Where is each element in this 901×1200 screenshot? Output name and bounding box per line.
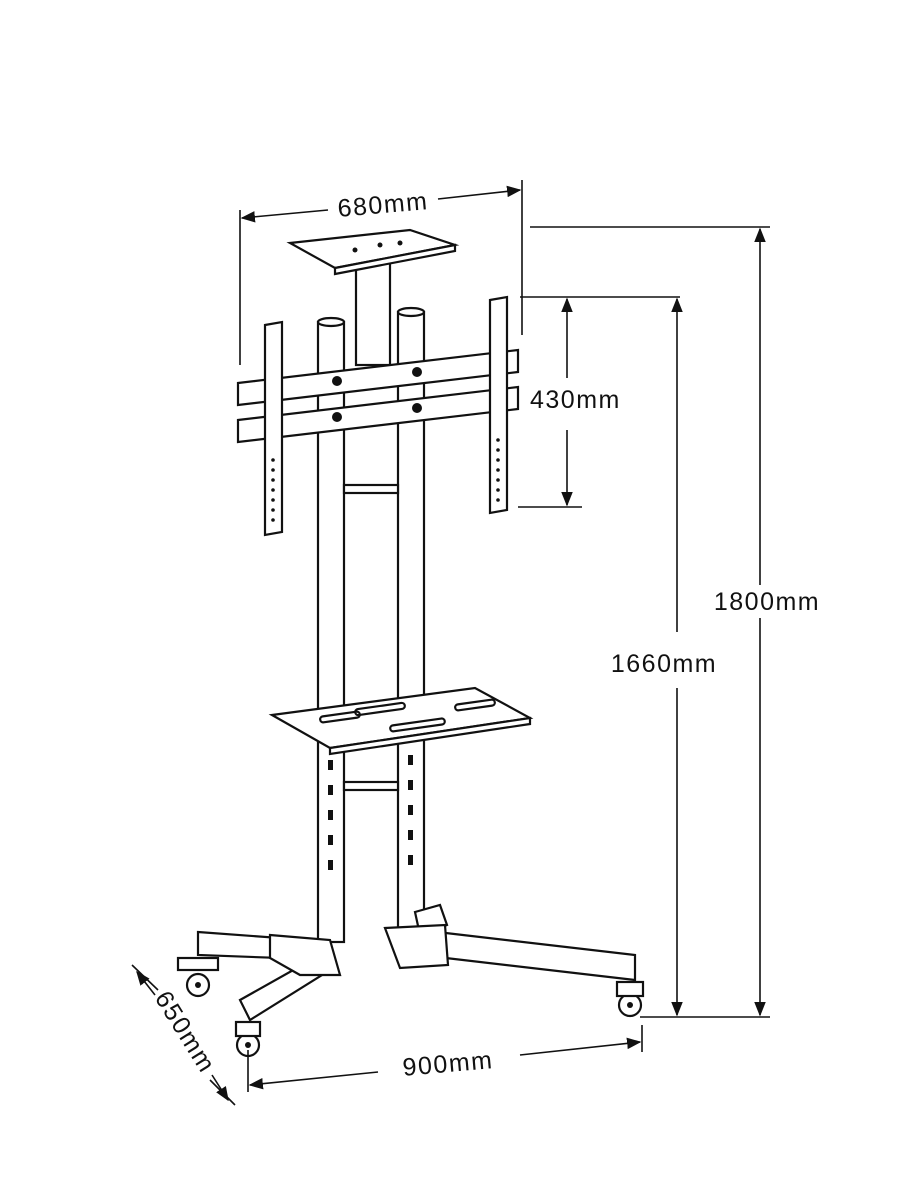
label-900mm: 900mm xyxy=(402,1046,495,1082)
label-1660mm: 1660mm xyxy=(611,650,717,678)
stand-base xyxy=(176,903,645,1058)
label-680mm: 680mm xyxy=(337,187,430,223)
middle-shelf xyxy=(268,686,534,756)
label-430mm: 430mm xyxy=(530,386,621,414)
dimension-900: 900mm xyxy=(247,1025,643,1092)
caster-wheels xyxy=(176,956,645,1058)
dimension-1660: 1660mm xyxy=(611,297,717,1017)
tv-mount-bracket xyxy=(236,295,520,537)
label-1800mm: 1800mm xyxy=(714,588,820,616)
dimension-1800: 1800mm xyxy=(530,226,820,1018)
dimension-430: 430mm xyxy=(518,296,680,508)
dimension-650: 650mm xyxy=(131,964,236,1106)
top-camera-tray xyxy=(286,228,460,367)
label-650mm: 650mm xyxy=(149,986,221,1078)
